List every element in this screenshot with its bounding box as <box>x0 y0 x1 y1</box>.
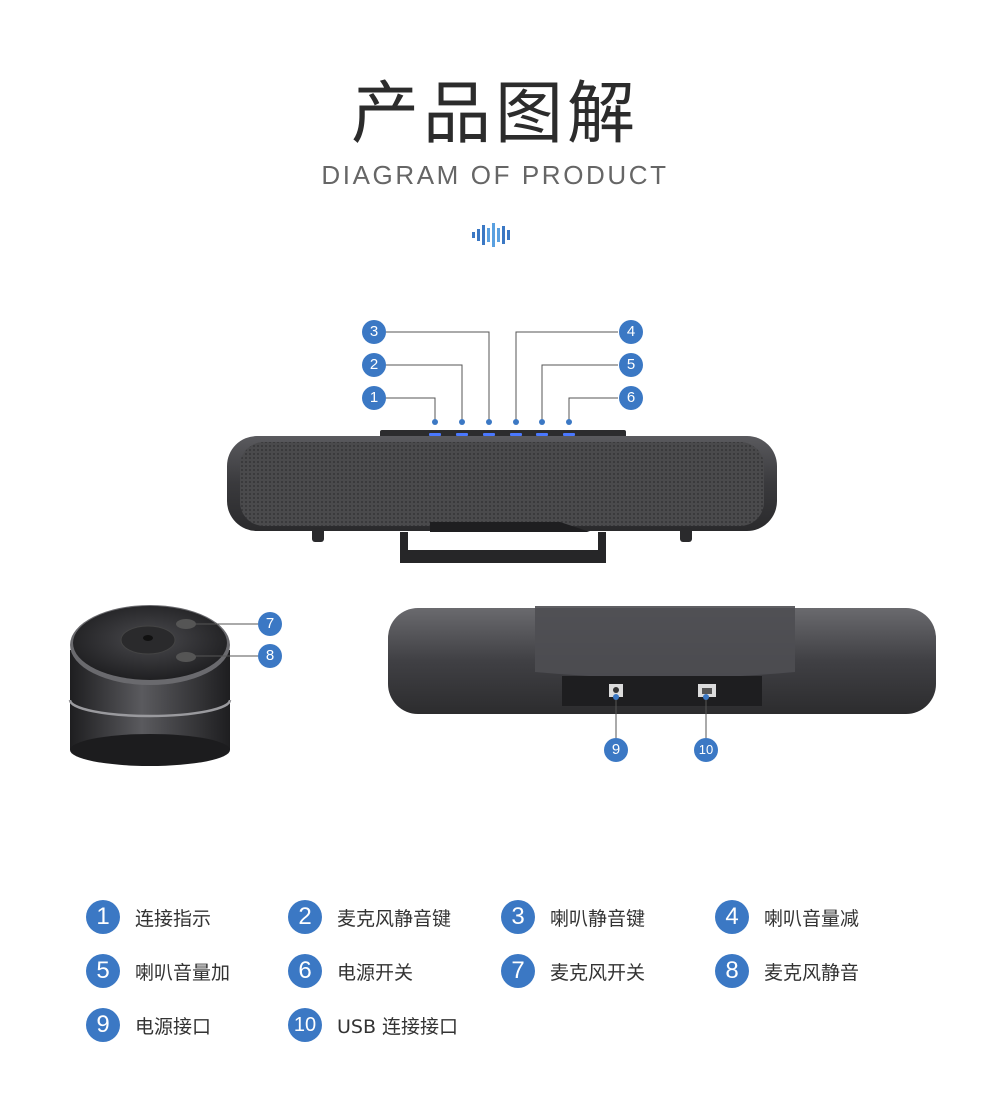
legend-label: 电源开关 <box>337 961 414 984</box>
legend-number: 9 <box>86 1008 120 1042</box>
page-subtitle: DIAGRAM OF PRODUCT <box>321 160 669 190</box>
legend-item: 8 麦克风静音 <box>715 953 859 989</box>
page-title: 产品图解 <box>350 75 639 154</box>
callout-badge: 7 <box>258 612 282 636</box>
callout-badge: 4 <box>619 320 643 344</box>
callout-badge: 5 <box>619 353 643 377</box>
legend-item: 10 USB 连接接口 <box>288 1007 458 1043</box>
legend-number: 3 <box>501 900 535 934</box>
callout-badge: 2 <box>362 353 386 377</box>
legend-item: 9 电源接口 <box>86 1007 211 1043</box>
legend-number: 8 <box>715 954 749 988</box>
legend-item: 7 麦克风开关 <box>501 953 645 989</box>
legend-item: 3 喇叭静音键 <box>501 899 645 935</box>
legend-label: 喇叭静音键 <box>550 907 646 930</box>
callout-badge: 1 <box>362 386 386 410</box>
legend-item: 1 连接指示 <box>86 899 211 935</box>
legend-item: 2 麦克风静音键 <box>288 899 451 935</box>
legend-label: 喇叭音量加 <box>135 961 231 984</box>
legend-label: 电源接口 <box>135 1015 212 1038</box>
callout-badge: 3 <box>362 320 386 344</box>
callout-badge: 10 <box>694 738 718 762</box>
callout-badge: 8 <box>258 644 282 668</box>
legend-number: 6 <box>288 954 322 988</box>
legend-number: 5 <box>86 954 120 988</box>
callout-badge: 6 <box>619 386 643 410</box>
legend-label: USB 连接接口 <box>337 1015 459 1038</box>
legend-number: 7 <box>501 954 535 988</box>
legend-number: 10 <box>288 1008 322 1042</box>
sound-wave-icon <box>472 223 510 247</box>
legend-label: 喇叭音量减 <box>764 907 860 930</box>
legend-item: 4 喇叭音量减 <box>715 899 859 935</box>
legend-number: 1 <box>86 900 120 934</box>
leader-lines <box>386 331 618 422</box>
legend-label: 连接指示 <box>135 907 212 930</box>
legend-label: 麦克风静音键 <box>337 907 452 930</box>
legend-number: 4 <box>715 900 749 934</box>
product-diagram <box>68 331 936 766</box>
legend-label: 麦克风开关 <box>550 961 646 984</box>
callout-badge: 9 <box>604 738 628 762</box>
legend-label: 麦克风静音 <box>764 961 860 984</box>
legend-item: 6 电源开关 <box>288 953 413 989</box>
legend-number: 2 <box>288 900 322 934</box>
legend-item: 5 喇叭音量加 <box>86 953 230 989</box>
